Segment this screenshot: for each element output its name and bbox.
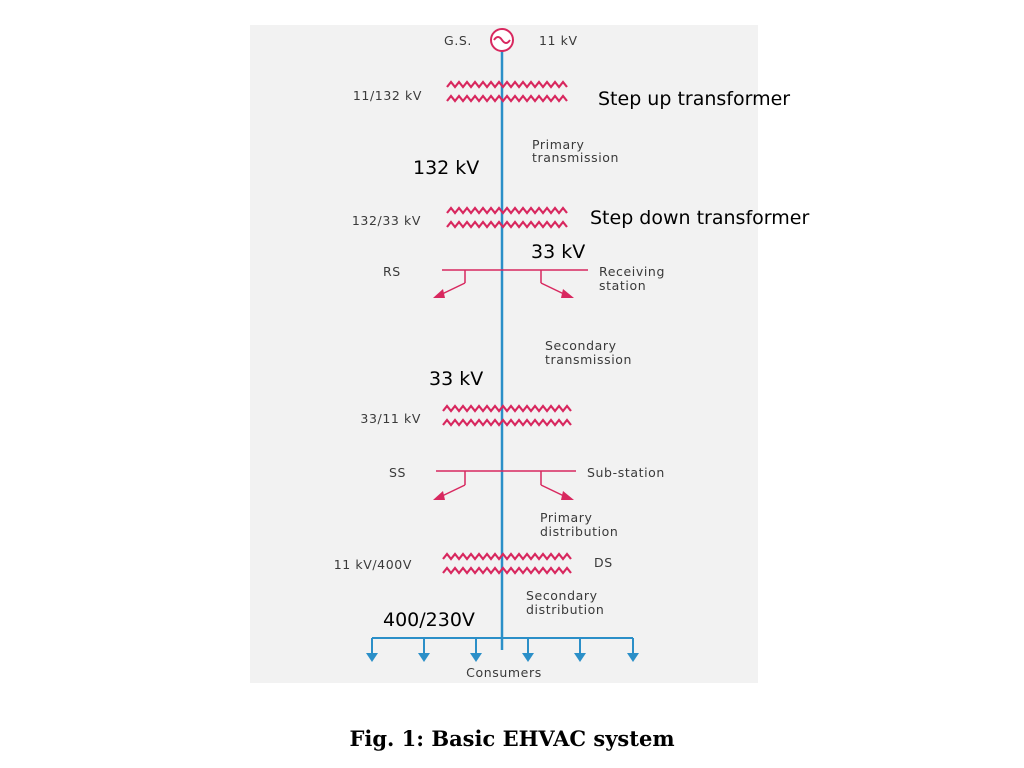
secondary-transmission-label-2: transmission — [545, 352, 632, 367]
diagram-panel: G.S. 11 kV 11/132 kV Primary transmissio… — [250, 25, 758, 683]
primary-distribution-label-1: Primary — [540, 510, 593, 525]
voltage-33kv-label-lower: 33 kV — [429, 368, 484, 390]
consumer-feeders — [371, 637, 634, 655]
generator-symbol — [490, 28, 514, 52]
gs-label: G.S. — [444, 33, 472, 48]
consumers-label: Consumers — [466, 665, 542, 680]
step-down-transformer — [446, 206, 568, 229]
ss-code-label: SS — [389, 465, 406, 480]
step-up-transformer-annotation: Step up transformer — [598, 88, 791, 110]
secondary-distribution-label-2: distribution — [526, 602, 604, 617]
voltage-33kv-label-upper: 33 kV — [531, 241, 586, 263]
voltage-400-230v-label: 400/230V — [383, 609, 475, 631]
figure-caption: Fig. 1: Basic EHVAC system — [349, 726, 675, 751]
ds-ratio-label: 11 kV/400V — [334, 557, 412, 572]
secondary-transmission-label-1: Secondary — [545, 338, 617, 353]
receiving-station-label-2: station — [599, 278, 646, 293]
receiving-station-branch — [433, 269, 588, 298]
distribution-transformer-ratio-label: 33/11 kV — [360, 411, 421, 426]
receiving-station-label-1: Receiving — [599, 264, 665, 279]
rs-code-label: RS — [383, 264, 401, 279]
step-up-ratio-label: 11/132 kV — [353, 88, 422, 103]
sub-station-branch — [433, 470, 576, 500]
primary-transmission-label-2: transmission — [532, 150, 619, 165]
primary-distribution-label-2: distribution — [540, 524, 618, 539]
ds-code-label: DS — [594, 555, 613, 570]
gs-voltage-label: 11 kV — [539, 33, 578, 48]
distribution-transformer — [442, 404, 572, 427]
step-up-transformer — [446, 80, 568, 103]
consumer-arrows — [366, 653, 639, 662]
voltage-132kv-label: 132 kV — [413, 157, 480, 179]
secondary-distribution-label-1: Secondary — [526, 588, 598, 603]
primary-transmission-label-1: Primary — [532, 137, 585, 152]
power-system-diagram: G.S. 11 kV 11/132 kV Primary transmissio… — [334, 28, 665, 680]
step-down-transformer-annotation: Step down transformer — [590, 207, 810, 229]
sub-station-label: Sub-station — [587, 465, 665, 480]
ds-transformer — [442, 552, 572, 575]
step-down-ratio-label: 132/33 kV — [352, 213, 421, 228]
